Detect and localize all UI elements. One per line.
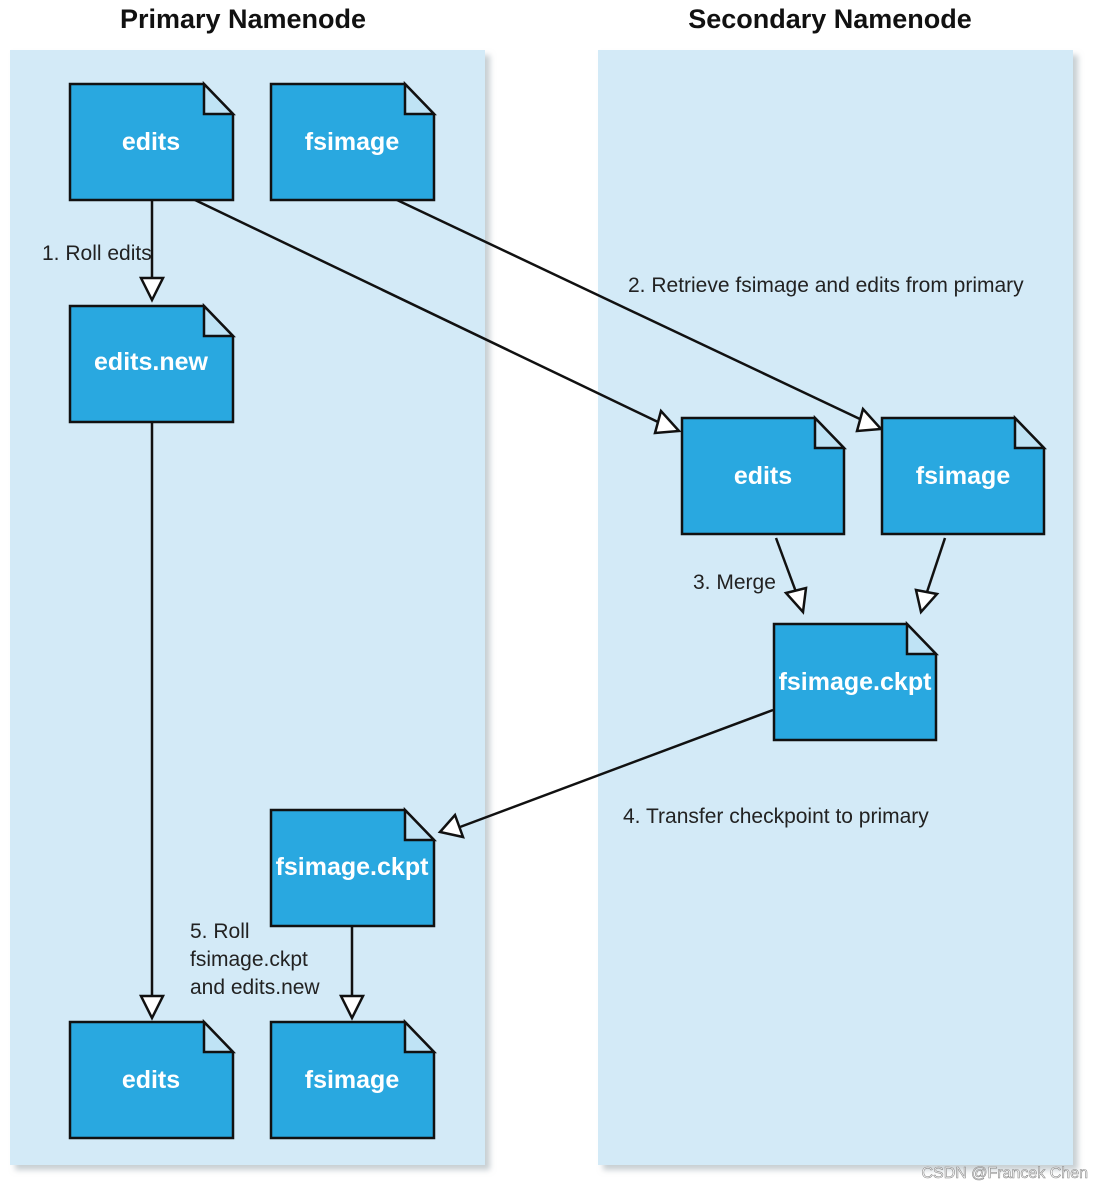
primary-panel (10, 50, 485, 1165)
doc-primary-edits: edits (68, 80, 236, 202)
doc-secondary-edits-label: edits (734, 462, 792, 490)
step-merge-label: 3. Merge (693, 571, 776, 594)
arrowhead-merge-fsimage (914, 588, 940, 615)
arrow-heads (138, 276, 940, 1021)
arrows (150, 198, 947, 996)
secondary-panel (598, 50, 1073, 1165)
arrowhead-roll-edits (138, 276, 166, 303)
doc-primary-edits-final: edits (68, 1018, 236, 1140)
doc-primary-fsimage-final-label: fsimage (305, 1066, 400, 1094)
arrow-transfer-ckpt-line (459, 708, 774, 829)
doc-secondary-fsimage-ckpt-label: fsimage.ckpt (779, 668, 933, 696)
doc-secondary-fsimage-label: fsimage (916, 462, 1011, 490)
arrow-edits-to-secondary-line (194, 198, 659, 424)
arrow-merge-edits-line (774, 537, 798, 593)
arrowhead-edits-new-down (138, 994, 166, 1021)
step-transfer-label: 4. Transfer checkpoint to primary (623, 805, 929, 828)
step-roll-final-line3: and edits.new (190, 976, 320, 999)
step-retrieve-label: 2. Retrieve fsimage and edits from prima… (628, 274, 1024, 297)
doc-primary-fsimage-ckpt: fsimage.ckpt (269, 806, 437, 928)
watermark-text: CSDN @Francek Chen (921, 1165, 1088, 1182)
arrowhead-ckpt-down (338, 994, 366, 1021)
arrow-fsimage-to-secondary-line (396, 198, 863, 422)
doc-secondary-fsimage: fsimage (880, 414, 1047, 536)
arrowhead-merge-edits (783, 586, 808, 615)
arrowhead-fsimage-to-secondary (855, 406, 884, 433)
doc-secondary-edits: edits (680, 414, 847, 536)
doc-primary-fsimage-label: fsimage (305, 128, 400, 156)
doc-primary-edits-label: edits (122, 128, 180, 156)
arrow-merge-fsimage-line (925, 537, 947, 593)
step-roll-edits-label: 1. Roll edits (42, 242, 152, 265)
doc-primary-fsimage-final: fsimage (269, 1018, 437, 1140)
doc-primary-fsimage: fsimage (269, 80, 437, 202)
step-roll-final-line1: 5. Roll (190, 920, 250, 943)
doc-primary-edits-new: edits.new (68, 302, 236, 424)
doc-primary-fsimage-ckpt-label: fsimage.ckpt (276, 853, 430, 881)
secondary-panel-title: Secondary Namenode (688, 4, 972, 34)
primary-panel-title: Primary Namenode (120, 4, 366, 34)
arrowhead-edits-to-secondary (653, 408, 682, 435)
doc-primary-edits-new-label: edits.new (94, 348, 208, 376)
doc-secondary-fsimage-ckpt: fsimage.ckpt (772, 620, 939, 742)
step-roll-final-line2: fsimage.ckpt (190, 948, 308, 971)
arrowhead-transfer-ckpt (437, 812, 465, 839)
doc-primary-edits-final-label: edits (122, 1066, 180, 1094)
